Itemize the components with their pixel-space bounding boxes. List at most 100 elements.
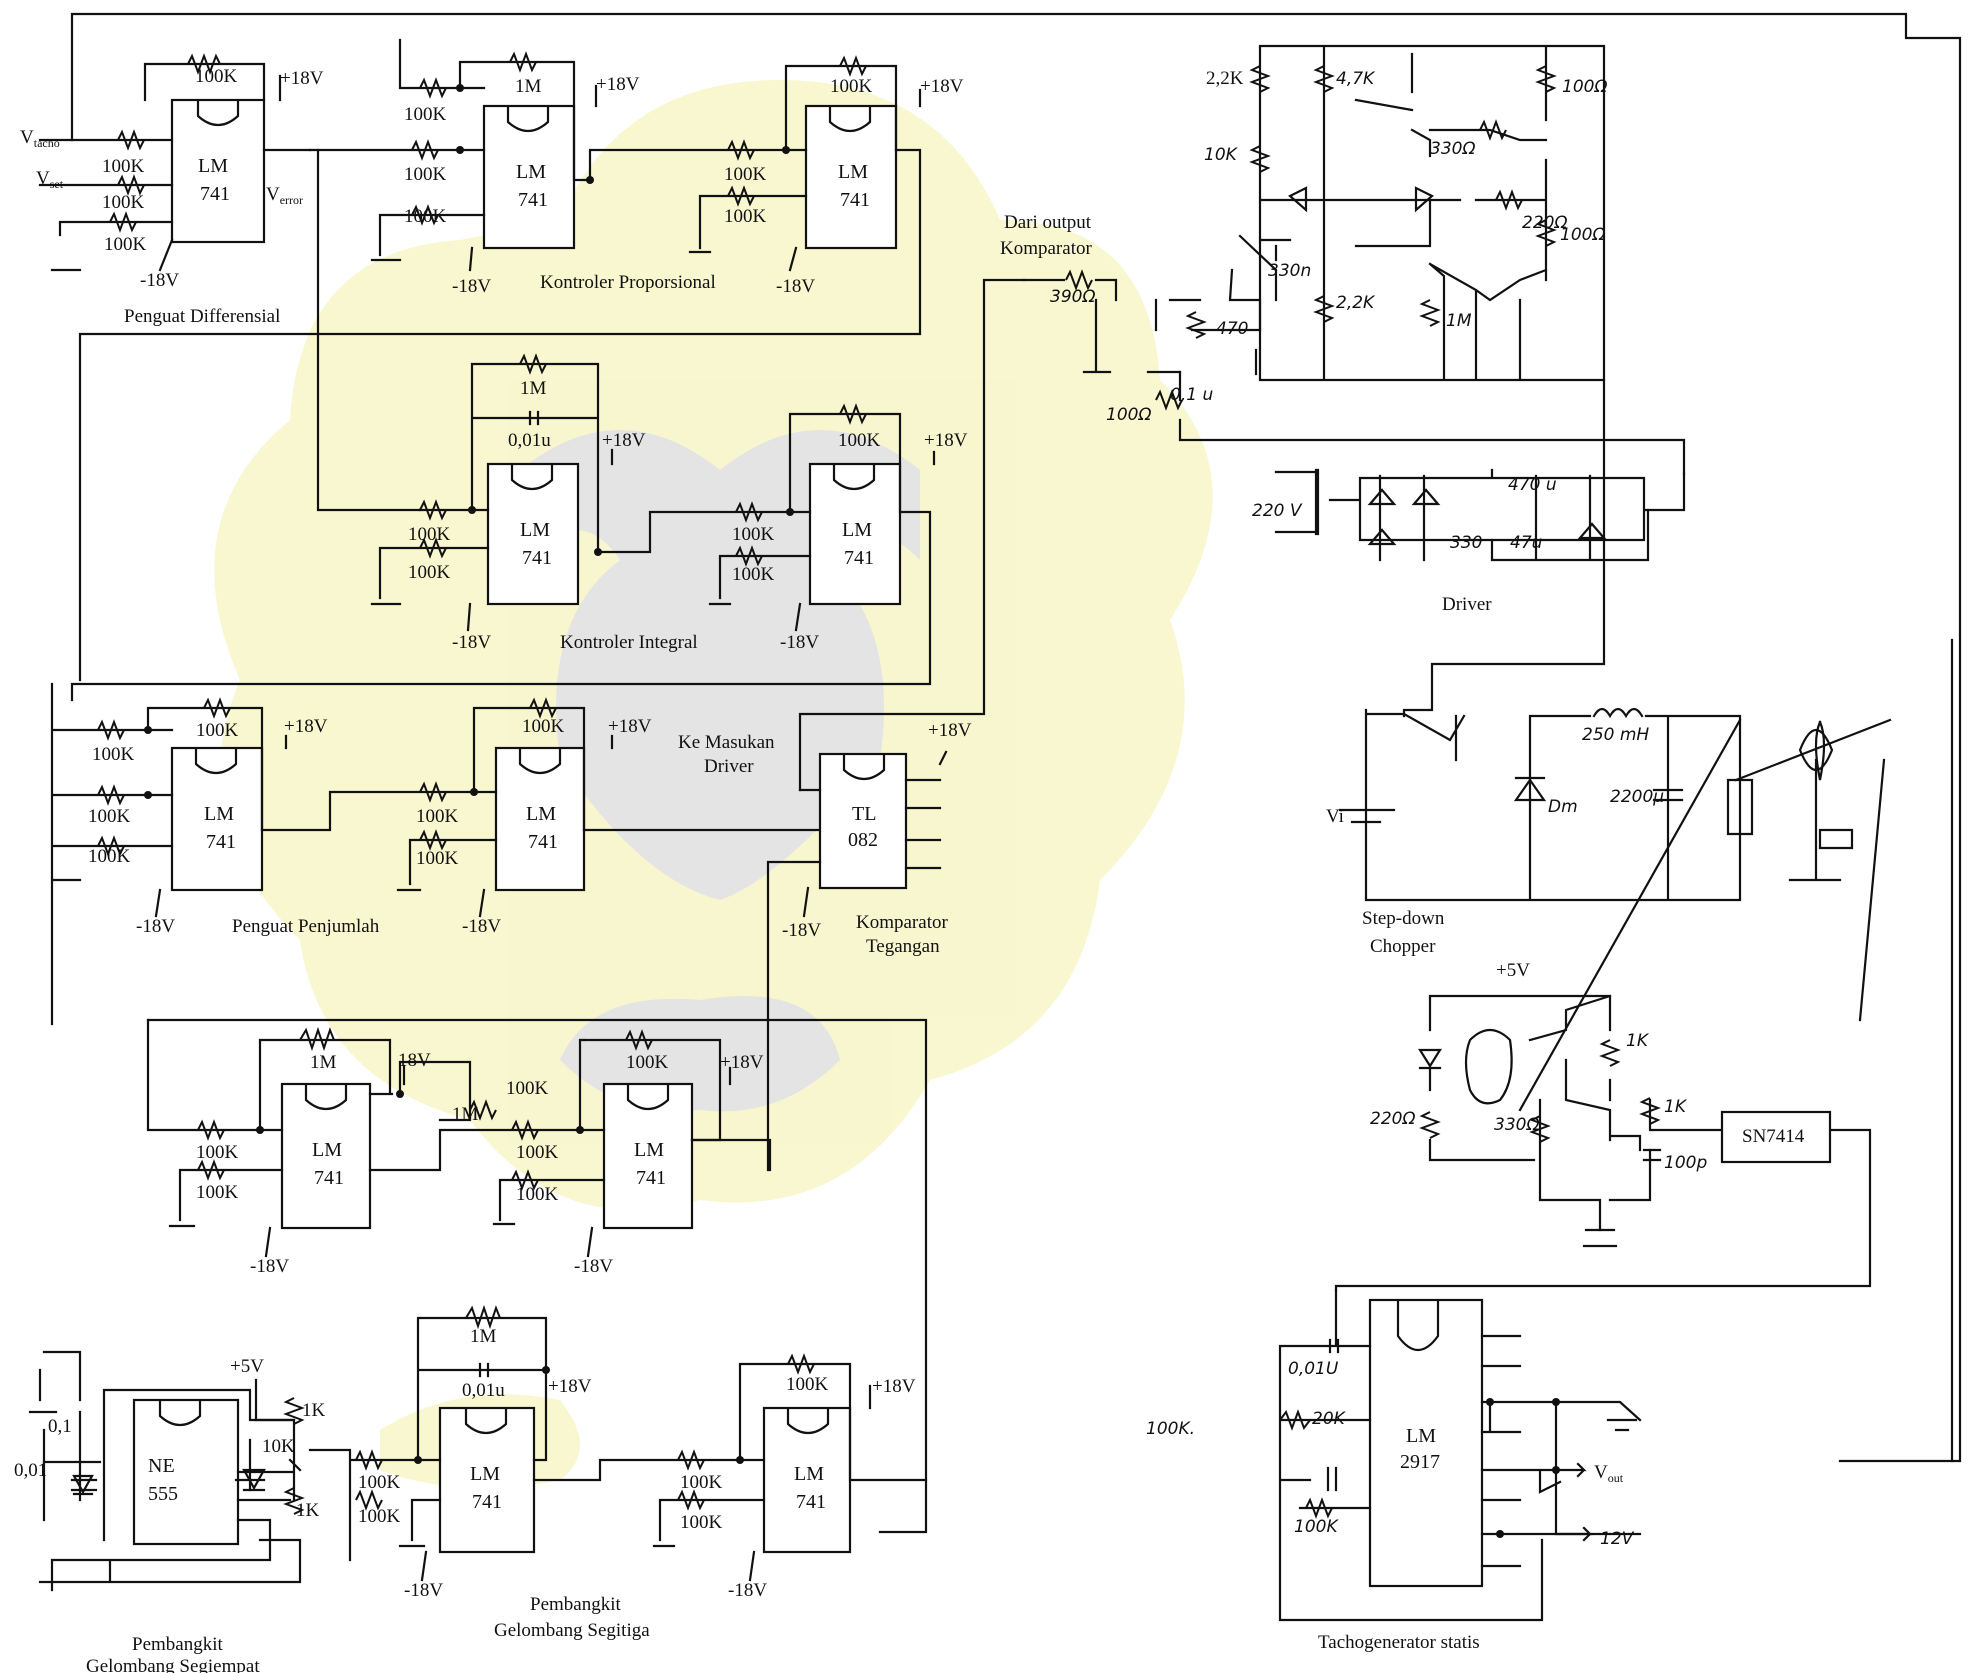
ic3-supply-pos: +18V bbox=[920, 76, 964, 97]
ic7-r100k-b: 100K bbox=[416, 848, 459, 869]
drv-r1m: 1M bbox=[1446, 311, 1472, 331]
ic11-supply-neg: -18V bbox=[728, 1580, 767, 1601]
drv-220v: 220 V bbox=[1252, 501, 1303, 521]
ic5-label-line2: 741 bbox=[844, 547, 874, 569]
drv-r390: 390Ω bbox=[1050, 287, 1095, 307]
ic5-label-line1: LM bbox=[842, 519, 872, 541]
ic4-r1m-feedback: 1M bbox=[520, 378, 547, 399]
ne555-label-line2: 555 bbox=[148, 1483, 178, 1505]
ic11-r100k-b: 100K bbox=[680, 1512, 723, 1533]
caption-chopper-line1: Step-down bbox=[1362, 908, 1445, 929]
ic5-supply-neg: -18V bbox=[780, 632, 819, 653]
ic1-supply-neg: -18V bbox=[140, 270, 179, 291]
caption-sum-amp: Penguat Penjumlah bbox=[232, 916, 380, 937]
ic9-r100k-b: 100K bbox=[516, 1184, 559, 1205]
ic10-r1m-feedback: 1M bbox=[470, 1326, 497, 1347]
caption-tri-gen-line2: Gelombang Segitiga bbox=[494, 1620, 650, 1641]
drv-r10k: 10K bbox=[1204, 145, 1239, 165]
ic1-r100k-gnd: 100K bbox=[104, 234, 147, 255]
chopper-dm: Dm bbox=[1548, 797, 1578, 817]
ic2-r1m-feedback: 1M bbox=[515, 76, 542, 97]
ic3-r100k-feedback: 100K bbox=[830, 76, 873, 97]
ic1-r100k-in1: 100K bbox=[102, 156, 145, 177]
drv-r100-a: 100Ω bbox=[1562, 77, 1607, 97]
speed-sensor: +5V 1K 1K 220Ω 330Ω 100p SN7414 bbox=[1334, 960, 1872, 1292]
tl082-supply-neg: -18V bbox=[782, 920, 821, 941]
integral-controller: LM 741 LM 741 1M 0,01u 100K 100K +18V -1… bbox=[70, 353, 968, 702]
ne555-r1k-b: 1K bbox=[296, 1500, 320, 1521]
drv-r2k2: 2,2K bbox=[1206, 68, 1244, 89]
ic10-label-line1: LM bbox=[470, 1463, 500, 1485]
ic2-label-line2: 741 bbox=[518, 189, 548, 211]
ic6-r100k-b: 100K bbox=[88, 806, 131, 827]
ic7-supply-pos: +18V bbox=[608, 716, 652, 737]
ne555-label-line1: NE bbox=[148, 1455, 175, 1477]
ic11-r100k-feedback: 100K bbox=[786, 1374, 829, 1395]
lm741-ic-9 bbox=[602, 1082, 694, 1230]
wave-generators-bottom: NE 555 LM 741 LM 741 +5V bbox=[14, 1304, 928, 1673]
drv-c330n: 330n bbox=[1268, 261, 1311, 281]
ne555-supply: +5V bbox=[230, 1356, 264, 1377]
lm741-ic-6 bbox=[170, 746, 264, 892]
sensor-r1k-a: 1K bbox=[1626, 1031, 1650, 1051]
ne555-ic bbox=[132, 1398, 240, 1546]
tacho-handwritten-r100k: 100K. bbox=[1146, 1419, 1195, 1439]
sensor-c100p: 100p bbox=[1664, 1153, 1707, 1173]
sensor-r330: 330Ω bbox=[1494, 1115, 1539, 1135]
ic2-supply-pos: +18V bbox=[596, 74, 640, 95]
voltage-comparator: TL 082 +18V -18V Ke Masukan Driver Kompa… bbox=[678, 278, 1026, 1172]
sensor-r1k-b: 1K bbox=[1664, 1097, 1688, 1117]
ic4-c001u: 0,01u bbox=[508, 430, 551, 451]
lm741-ic-5 bbox=[808, 462, 902, 606]
ic1-r100k-in2: 100K bbox=[102, 192, 145, 213]
ic8-supply-pos: 18V bbox=[398, 1050, 431, 1071]
ic4-label-line1: LM bbox=[520, 519, 550, 541]
chopper-vi: Vi bbox=[1326, 806, 1344, 827]
ic10-r100k-b: 100K bbox=[358, 1506, 401, 1527]
ic8-pot-1m: 1M bbox=[310, 1052, 337, 1073]
ic5-r100k-a: 100K bbox=[732, 524, 775, 545]
drv-r470: 470 bbox=[1216, 319, 1248, 339]
drv-r330: 330Ω bbox=[1430, 139, 1475, 159]
verror-label: Verror bbox=[266, 184, 303, 207]
differential-amplifier: LM 741 100K 100K 100K 100K +18V -18V Vta… bbox=[20, 53, 324, 327]
ic3-label-line1: LM bbox=[838, 161, 868, 183]
sn7414-label: SN7414 bbox=[1742, 1126, 1805, 1147]
drv-r2k2b: 2,2K bbox=[1336, 293, 1376, 313]
ic7-r100k-a: 100K bbox=[416, 806, 459, 827]
ic9-r100k-a: 100K bbox=[516, 1142, 559, 1163]
caption-chopper-line2: Chopper bbox=[1370, 936, 1436, 957]
ic11-supply-pos: +18V bbox=[872, 1376, 916, 1397]
tacho-r100k: 100K bbox=[1294, 1517, 1339, 1537]
ic4-supply-neg: -18V bbox=[452, 632, 491, 653]
sensor-r220: 220Ω bbox=[1370, 1109, 1415, 1129]
lm741-ic-1 bbox=[170, 98, 266, 244]
ic2-r100k-in: 100K bbox=[404, 104, 447, 125]
ic1-label-line2: 741 bbox=[200, 183, 230, 205]
ic1-supply-pos: +18V bbox=[280, 68, 324, 89]
ic3-r100k-b: 100K bbox=[724, 206, 767, 227]
proportional-controller: LM 741 LM 741 1M 100K 100K 100K +18V -18… bbox=[78, 38, 964, 682]
feedback-bus bbox=[70, 12, 1962, 1463]
ic11-r100k-a: 100K bbox=[680, 1472, 723, 1493]
ic7-supply-neg: -18V bbox=[462, 916, 501, 937]
ic10-label-line2: 741 bbox=[472, 1491, 502, 1513]
caption-diff-amp: Penguat Differensial bbox=[124, 306, 280, 327]
drv-r47k: 4,7K bbox=[1336, 69, 1376, 89]
caption-from-comp-line1: Dari output bbox=[1004, 212, 1092, 233]
ic6-r100k-a: 100K bbox=[92, 744, 135, 765]
ic5-supply-pos: +18V bbox=[924, 430, 968, 451]
vset-label: Vset bbox=[36, 168, 64, 191]
caption-driver: Driver bbox=[1442, 594, 1492, 615]
ic8-r100k-b: 100K bbox=[196, 1182, 239, 1203]
drv-r220: 220Ω bbox=[1522, 213, 1567, 233]
caption-prop-ctrl: Kontroler Proporsional bbox=[540, 272, 716, 293]
caption-to-driver-line2: Driver bbox=[704, 756, 754, 777]
ic8-label-line2: 741 bbox=[314, 1167, 344, 1189]
ic7-r100k-feedback: 100K bbox=[522, 716, 565, 737]
ic4-label-line2: 741 bbox=[522, 547, 552, 569]
summing-amplifier: LM 741 LM 741 100K 100K 100K 100K +18V -… bbox=[50, 682, 822, 1026]
caption-tacho: Tachogenerator statis bbox=[1318, 1632, 1480, 1653]
drv-r330b: 330 bbox=[1450, 533, 1482, 553]
